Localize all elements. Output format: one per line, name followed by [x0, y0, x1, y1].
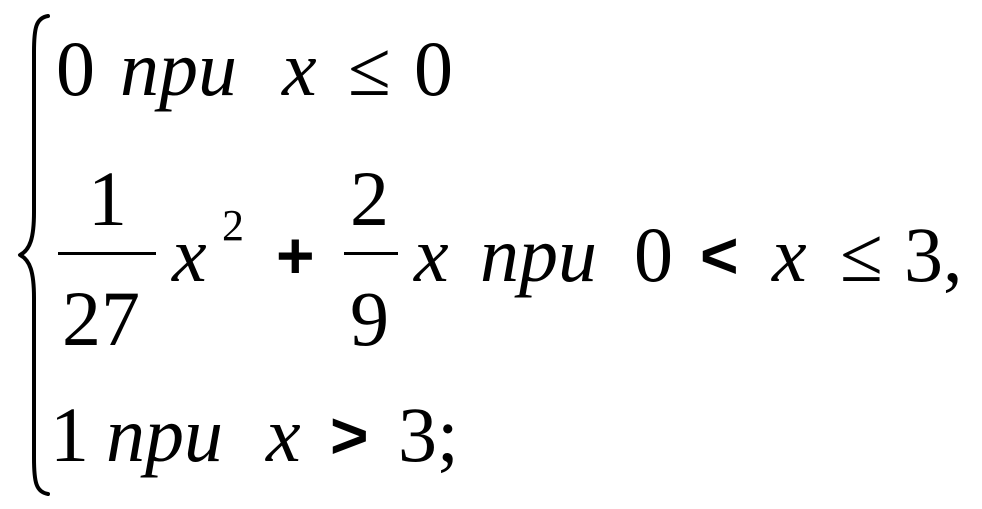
row3-bound: 3;: [398, 391, 459, 478]
row2-variable-3: x: [772, 211, 807, 298]
row2-plus: +: [276, 218, 315, 292]
row3-relation: >: [330, 398, 369, 472]
row2-lower-bound: 0: [634, 211, 673, 298]
frac1-denominator: 27: [62, 275, 140, 362]
left-brace: [18, 14, 50, 496]
frac2-bar: [344, 252, 398, 255]
row2-word: npu: [480, 211, 597, 298]
frac1-numerator: 1: [88, 155, 127, 242]
row1-value: 0: [56, 25, 95, 112]
row3-value: 1: [50, 391, 89, 478]
row1-word: npu: [120, 25, 237, 112]
row2-exponent: 2: [222, 201, 244, 250]
row1-relation: ≤: [348, 25, 391, 112]
row1-variable: x: [282, 25, 317, 112]
row2-upper-bound: 3,: [904, 211, 963, 298]
frac2-numerator: 2: [350, 155, 389, 242]
row2-variable-1: x: [172, 211, 207, 298]
frac2-denominator: 9: [350, 275, 389, 362]
row2-relation-lt: <: [700, 218, 739, 292]
row2-relation-le: ≤: [840, 211, 883, 298]
row3-word: npu: [106, 391, 223, 478]
row1-bound: 0: [414, 25, 453, 112]
frac1-bar: [58, 252, 156, 255]
row3-variable: x: [266, 391, 301, 478]
row2-variable-2: x: [414, 211, 449, 298]
